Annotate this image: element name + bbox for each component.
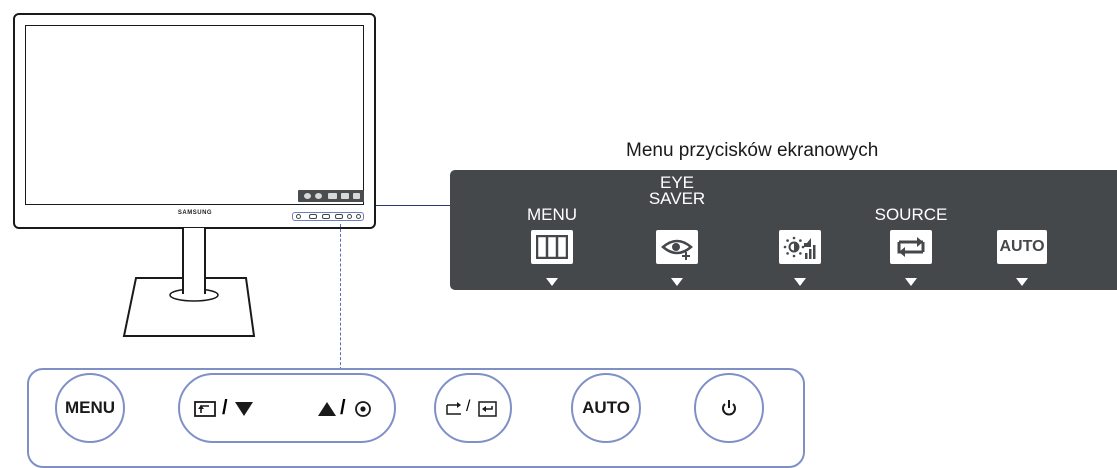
auto-button[interactable]: AUTO [571,373,641,443]
osd-down-arrow-icon [905,278,917,286]
input-enter-icon [478,401,497,417]
up-triangle-icon [318,402,336,416]
source-arrows-icon [890,230,932,264]
button-connector-line [340,224,341,370]
monitor-screen [25,25,364,205]
source-icon [446,402,461,415]
osd-item-brightness-volume[interactable] [745,170,855,290]
osd-down-arrow-icon [1016,278,1028,286]
monitor-stand-base [122,270,256,337]
osd-down-arrow-icon [546,278,558,286]
osd-down-arrow-icon [671,278,683,286]
osd-item-label: EYE SAVER [648,173,706,208]
down-triangle-icon [235,402,253,416]
osd-down-arrow-icon [794,278,806,286]
monitor-control-buttons [292,212,364,221]
physical-button-panel: MENU / / [27,368,805,468]
osd-connector-line [376,205,450,206]
monitor-brand-label: SAMSUNG [177,210,213,216]
brightness-volume-icon [779,230,821,264]
osd-item-source[interactable]: SOURCE [856,170,966,290]
power-button[interactable] [694,373,764,443]
nav-rocker-button[interactable]: / / [178,373,396,443]
monitor-button-diagram: SAMSUNG Menu przycisków ekranowych MENU [13,13,1117,468]
menu-button[interactable]: MENU [55,373,125,443]
auto-text-icon: AUTO [997,230,1047,264]
osd-item-auto[interactable]: AUTO [967,170,1077,290]
osd-item-label: SOURCE [874,205,948,224]
enter-box-icon [194,401,216,417]
menu-grid-icon [531,230,573,264]
eye-saver-icon [656,230,698,264]
osd-item-menu[interactable]: MENU [497,170,607,290]
osd-item-label: MENU [526,205,578,224]
osd-menu-title: Menu przycisków ekranowych [626,140,879,161]
target-icon [355,401,371,417]
osd-panel: MENU EYE SAVER [450,170,1117,290]
osd-item-eye-saver[interactable]: EYE SAVER [622,170,732,290]
source-enter-button[interactable]: / [434,373,512,443]
power-icon [722,400,736,416]
monitor-osd-strip [298,190,364,202]
